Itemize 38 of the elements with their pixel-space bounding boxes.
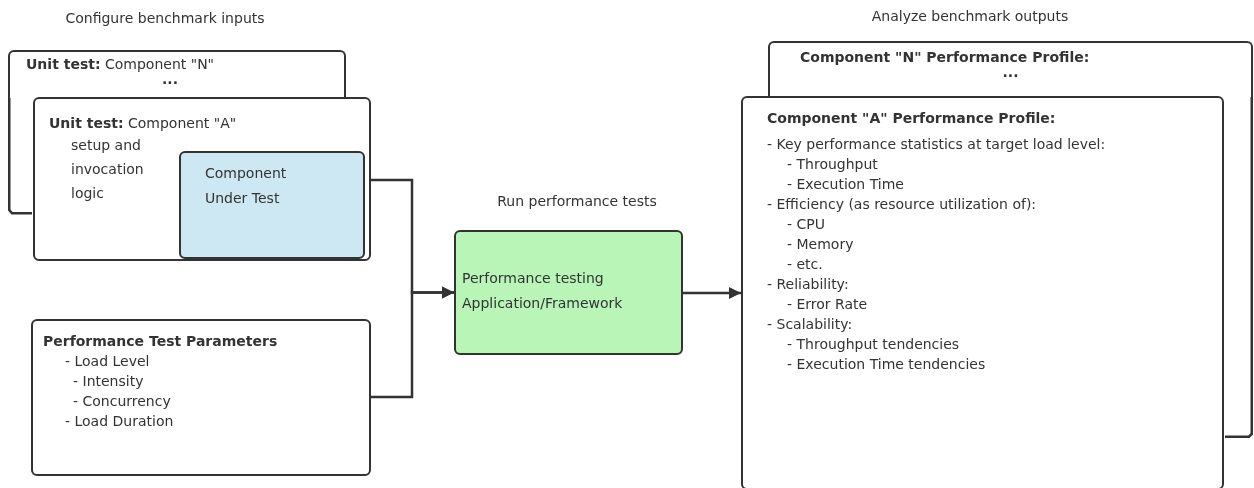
text: - Error Rate bbox=[787, 295, 868, 314]
step-heading: Run performance tests bbox=[497, 193, 657, 209]
text: - Throughput tendencies bbox=[787, 335, 960, 354]
unit-test-card bbox=[8, 50, 346, 98]
text: - Memory bbox=[787, 235, 854, 254]
profile-card bbox=[741, 96, 1224, 488]
text: ... bbox=[162, 74, 178, 84]
unit-test-card bbox=[33, 97, 371, 261]
component-box bbox=[179, 151, 365, 259]
text: - Key performance statistics at target load level: bbox=[767, 135, 1106, 154]
text: - Concurrency bbox=[73, 392, 171, 411]
text: setup and invocation logic bbox=[71, 136, 145, 203]
heading: Unit test: Component "N" bbox=[26, 55, 215, 74]
text: Component Under Test bbox=[205, 164, 287, 208]
text: - CPU bbox=[787, 215, 825, 234]
text: - Intensity bbox=[73, 372, 144, 391]
text: - Reliability: bbox=[767, 275, 849, 294]
heading: Component "N" Performance Profile: bbox=[800, 48, 1090, 67]
arrow bbox=[683, 286, 741, 300]
parameters-box bbox=[31, 319, 371, 476]
heading: Unit test: Component "A" bbox=[49, 114, 237, 133]
profile-card bbox=[768, 41, 1253, 97]
text: - Efficiency (as resource utilization of): bbox=[767, 195, 1037, 214]
text: - Load Level bbox=[65, 352, 150, 371]
text: ... bbox=[1001, 67, 1020, 77]
step-heading: Analyze benchmark outputs bbox=[871, 8, 1069, 24]
process-box bbox=[454, 230, 683, 355]
text: - Execution Time tendencies bbox=[787, 355, 986, 374]
text: - Load Duration bbox=[65, 412, 174, 431]
text: - etc. bbox=[787, 255, 823, 274]
arrow bbox=[371, 286, 454, 399]
heading: Component "A" Performance Profile: bbox=[767, 109, 1056, 128]
text: Performance testing Application/Framework bbox=[462, 269, 624, 313]
text: - Scalability: bbox=[767, 315, 853, 334]
heading: Performance Test Parameters bbox=[43, 332, 278, 351]
text: - Execution Time bbox=[787, 175, 904, 194]
step-heading: Configure benchmark inputs bbox=[65, 10, 265, 26]
text: - Throughput bbox=[787, 155, 878, 174]
